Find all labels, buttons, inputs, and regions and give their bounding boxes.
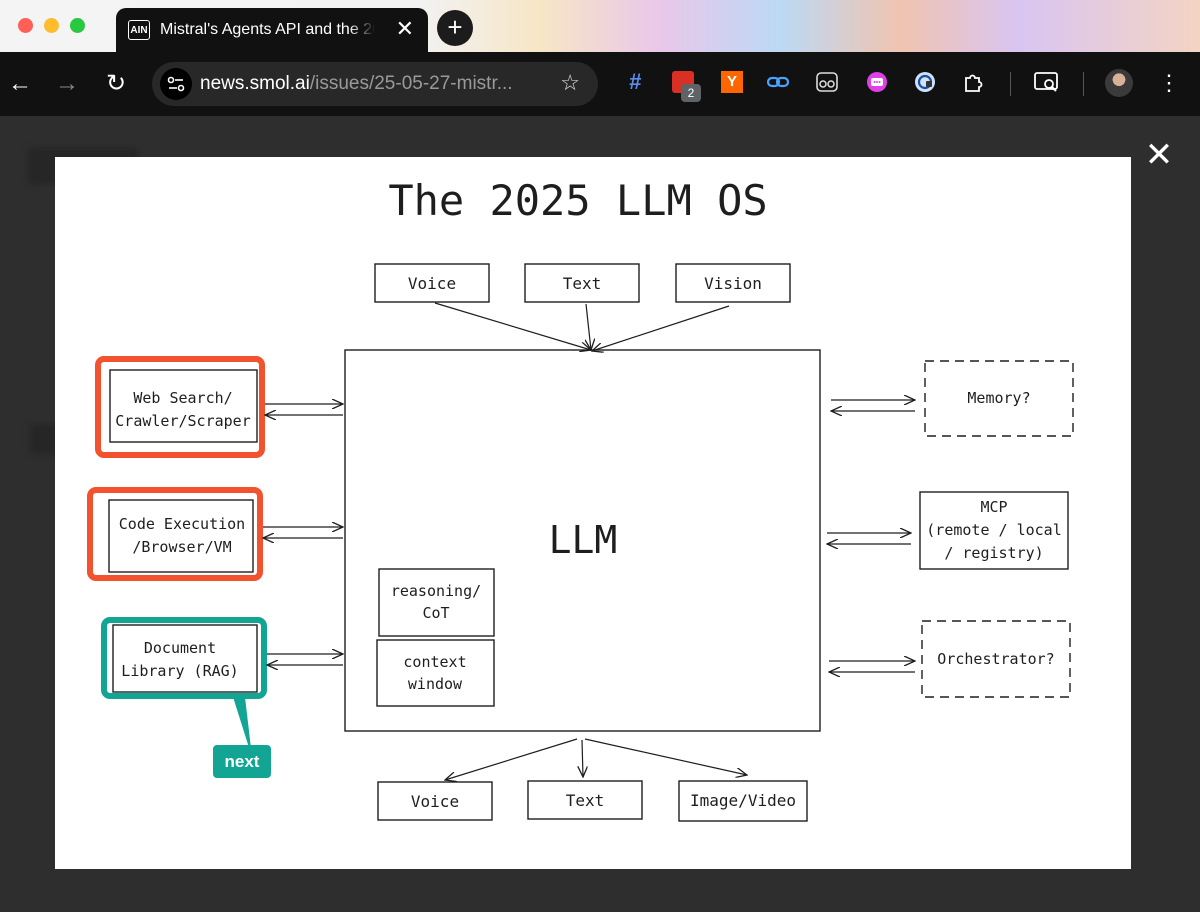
input-text-box: Text <box>524 263 640 303</box>
tab-favicon-icon: AIN <box>128 20 150 40</box>
web-search-box: Web Search/ Crawler/Scraper <box>95 356 265 458</box>
svg-text:Crawler/Scraper: Crawler/Scraper <box>115 412 250 430</box>
svg-text:Voice: Voice <box>408 274 456 293</box>
url-text: news.smol.ai/issues/25-05-27-mistr... <box>200 73 513 95</box>
input-voice-box: Voice <box>374 263 490 303</box>
toolbar-divider <box>1010 72 1011 96</box>
toolbar-divider <box>1083 72 1084 96</box>
memory-box: Memory? <box>924 360 1074 437</box>
window-titlebar: AIN Mistral's Agents API and the 2025 LL… <box>0 0 1200 54</box>
maximize-window-button[interactable] <box>70 18 85 33</box>
svg-text:Image/Video: Image/Video <box>690 791 796 810</box>
tab-close-icon[interactable]: ✕ <box>395 16 414 41</box>
link-extension-icon[interactable] <box>766 71 790 93</box>
new-tab-button[interactable]: + <box>437 10 473 46</box>
svg-text:Voice: Voice <box>411 792 459 811</box>
document-library-box: Document Library (RAG) <box>101 617 267 757</box>
reader-glasses-extension-icon[interactable] <box>816 71 838 93</box>
url-host: news.smol.ai <box>200 73 310 94</box>
llm-box: LLM <box>344 349 821 732</box>
svg-text:Text: Text <box>563 274 602 293</box>
reload-icon[interactable]: ↻ <box>105 70 127 97</box>
input-arrows <box>434 302 730 351</box>
svg-text:Vision: Vision <box>704 274 762 293</box>
hacker-news-extension-icon[interactable]: Y <box>721 71 743 93</box>
extensions-puzzle-icon[interactable] <box>962 71 984 93</box>
svg-text:CoT: CoT <box>422 604 449 622</box>
svg-text:/ registry): / registry) <box>944 544 1043 562</box>
hashtag-extension-icon[interactable]: # <box>628 69 642 94</box>
context-window-box: context window <box>376 639 495 707</box>
svg-text:Text: Text <box>566 791 605 810</box>
address-bar[interactable]: news.smol.ai/issues/25-05-27-mistr... ☆ <box>152 62 598 106</box>
close-window-button[interactable] <box>18 18 33 33</box>
next-annotation-tag: next <box>213 745 271 778</box>
svg-text:window: window <box>408 675 463 693</box>
output-arrows <box>445 738 747 780</box>
profile-avatar[interactable] <box>1105 69 1133 97</box>
svg-text:Document: Document <box>144 639 216 657</box>
output-voice-box: Voice <box>377 781 493 821</box>
svg-text:context: context <box>403 653 466 671</box>
url-path: /issues/25-05-27-mistr... <box>309 73 513 94</box>
mcp-box: MCP (remote / local / registry) <box>919 491 1069 570</box>
lock-extension-icon[interactable] <box>914 71 936 93</box>
svg-text:reasoning/: reasoning/ <box>391 582 481 600</box>
svg-text:Orchestrator?: Orchestrator? <box>937 650 1054 668</box>
minimize-window-button[interactable] <box>44 18 59 33</box>
lightbox-close-icon[interactable]: ✕ <box>1144 136 1174 174</box>
svg-text:Library (RAG): Library (RAG) <box>121 662 238 680</box>
reasoning-box: reasoning/ CoT <box>378 568 495 637</box>
svg-text:Memory?: Memory? <box>967 389 1030 407</box>
svg-text:/Browser/VM: /Browser/VM <box>132 538 231 556</box>
chat-extension-icon[interactable] <box>866 71 888 93</box>
svg-text:MCP: MCP <box>980 498 1007 516</box>
output-text-box: Text <box>527 780 643 820</box>
browser-toolbar: ← → ↻ news.smol.ai/issues/25-05-27-mistr… <box>0 52 1200 116</box>
llm-label: LLM <box>549 518 618 562</box>
browser-menu-icon[interactable]: ⋮ <box>1158 70 1180 95</box>
left-tool-arrows <box>263 404 343 665</box>
bookmark-star-icon[interactable]: ☆ <box>560 70 580 95</box>
orchestrator-box: Orchestrator? <box>921 620 1071 698</box>
svg-text:Web Search/: Web Search/ <box>133 389 232 407</box>
back-arrow-icon[interactable]: ← <box>8 70 32 97</box>
site-info-icon[interactable] <box>160 68 192 100</box>
input-vision-box: Vision <box>675 263 791 303</box>
llm-os-diagram: The 2025 LLM OS Voice Text Vision LLM re… <box>87 176 1074 822</box>
svg-text:Code Execution: Code Execution <box>119 515 245 533</box>
tab-active[interactable]: AIN Mistral's Agents API and the 2025 LL… <box>116 8 428 54</box>
diagram-title: The 2025 LLM OS <box>388 176 767 225</box>
tab-title: Mistral's Agents API and the 2025 LLM OS <box>160 21 375 38</box>
extension-badge: 2 <box>681 84 701 102</box>
forward-arrow-icon[interactable]: → <box>55 70 79 97</box>
output-image-video-box: Image/Video <box>678 780 808 822</box>
right-tool-arrows <box>827 400 915 672</box>
search-tab-icon[interactable] <box>1034 71 1058 93</box>
svg-text:(remote / local: (remote / local <box>926 521 1061 539</box>
code-execution-box: Code Execution /Browser/VM <box>87 487 263 581</box>
